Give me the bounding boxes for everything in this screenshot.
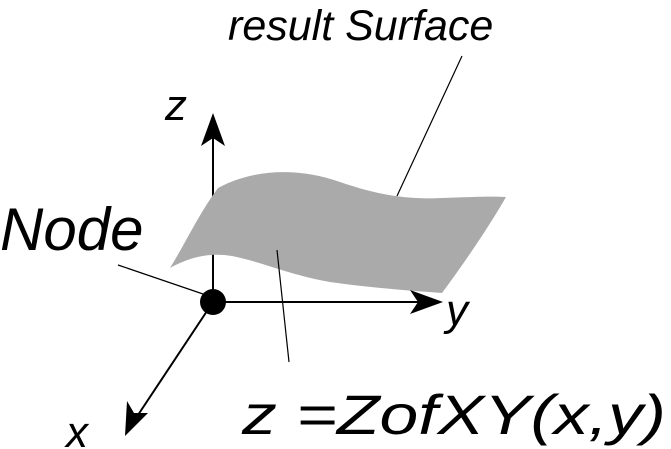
node-dot [200,289,226,315]
node-label: Node [0,196,143,263]
y-axis-label: y [443,286,471,335]
result-surface [170,172,506,293]
z-axis-arrowhead [201,113,225,146]
x-axis-arrowhead [125,401,148,436]
node-leader-line [117,264,204,295]
y-axis-arrowhead [410,290,443,314]
x-axis-label: x [64,408,90,449]
surface-label: result Surface [228,2,493,50]
x-axis-line [135,301,214,419]
z-axis-label: z [164,81,187,130]
formula-label: z =ZofXY(x,y) [241,383,666,446]
formula-leader-line [276,249,290,363]
surface-leader-line [396,55,463,197]
